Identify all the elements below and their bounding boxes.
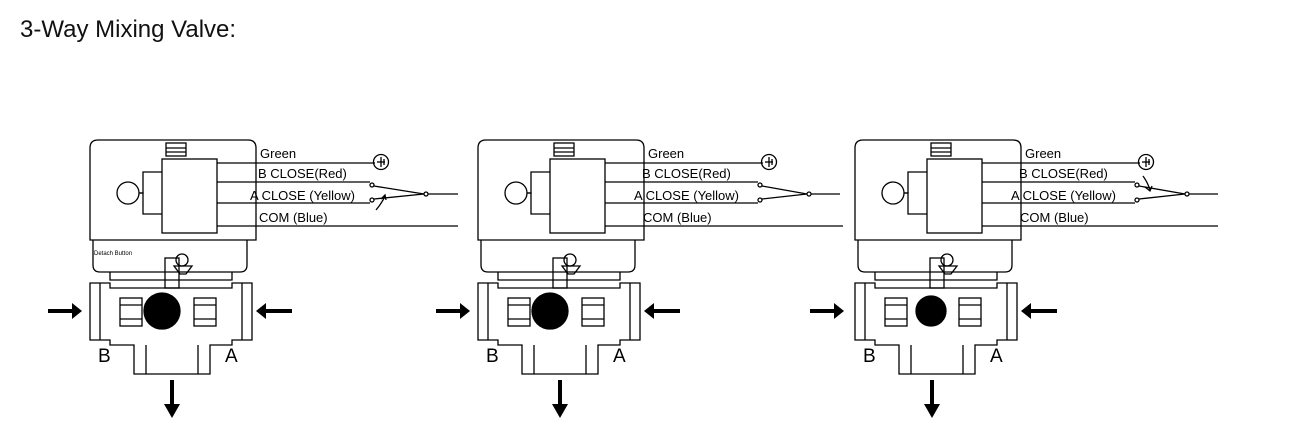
label-green: Green <box>1025 146 1061 161</box>
label-b-close: B CLOSE(Red) <box>1019 166 1108 181</box>
ground-icon <box>1137 153 1155 171</box>
label-com: COM (Blue) <box>259 210 328 225</box>
valve-panel-1: Green B CLOSE(Red) A CLOSE (Yellow) COM … <box>48 139 458 418</box>
inlet-a-arrow-icon <box>644 303 680 319</box>
port-b-label: B <box>486 346 499 367</box>
detach-knob <box>940 253 954 267</box>
switch-arrow-icon <box>375 195 386 211</box>
inlet-a-arrow-icon <box>1021 303 1057 319</box>
inlet-a-arrow-icon <box>256 303 292 319</box>
valve-ball <box>915 295 947 327</box>
outlet-arrow-icon <box>924 380 940 418</box>
valve-body <box>854 282 1018 375</box>
label-b-close: B CLOSE(Red) <box>642 166 731 181</box>
switch-box <box>549 158 606 234</box>
port-a-label: A <box>225 346 238 367</box>
valve-body <box>477 282 641 375</box>
port-a-label: A <box>613 346 626 367</box>
actuator-housing <box>854 139 1022 241</box>
actuator-housing <box>89 139 257 241</box>
detach-knob <box>563 253 577 267</box>
outlet-arrow-icon <box>164 380 180 418</box>
label-com: COM (Blue) <box>643 210 712 225</box>
switch-box <box>161 158 218 234</box>
actuator-housing <box>477 139 645 241</box>
label-com: COM (Blue) <box>1020 210 1089 225</box>
valve-panel-3: Green B CLOSE(Red) A CLOSE (Yellow) COM … <box>810 139 1218 418</box>
inlet-b-arrow-icon <box>48 303 82 319</box>
port-a-label: A <box>990 346 1003 367</box>
inlet-b-arrow-icon <box>436 303 470 319</box>
label-green: Green <box>648 146 684 161</box>
label-a-close: A CLOSE (Yellow) <box>1011 188 1116 203</box>
switch-box <box>926 158 983 234</box>
motor-circle <box>881 181 905 205</box>
inlet-b-arrow-icon <box>810 303 844 319</box>
detach-knob <box>175 253 189 267</box>
valve-ball <box>143 292 181 330</box>
motor-circle <box>504 181 528 205</box>
outlet-arrow-icon <box>552 380 568 418</box>
ground-icon <box>372 153 390 171</box>
actuator-top-tab <box>553 142 575 157</box>
actuator-top-tab <box>165 142 187 157</box>
valve-panel-2: Green B CLOSE(Red) A CLOSE (Yellow) COM … <box>436 139 843 418</box>
valve-body <box>89 282 253 375</box>
label-a-close: A CLOSE (Yellow) <box>250 188 355 203</box>
valve-ball <box>531 292 569 330</box>
actuator-top-tab <box>930 142 952 157</box>
label-green: Green <box>260 146 296 161</box>
label-b-close: B CLOSE(Red) <box>258 166 347 181</box>
port-b-label: B <box>98 346 111 367</box>
ground-icon <box>760 153 778 171</box>
switch-arrow-icon <box>1142 175 1151 191</box>
motor-circle <box>116 181 140 205</box>
page-title: 3-Way Mixing Valve: <box>20 16 237 43</box>
port-b-label: B <box>863 346 876 367</box>
detach-button-label: Detach Button <box>94 251 132 257</box>
label-a-close: A CLOSE (Yellow) <box>634 188 739 203</box>
